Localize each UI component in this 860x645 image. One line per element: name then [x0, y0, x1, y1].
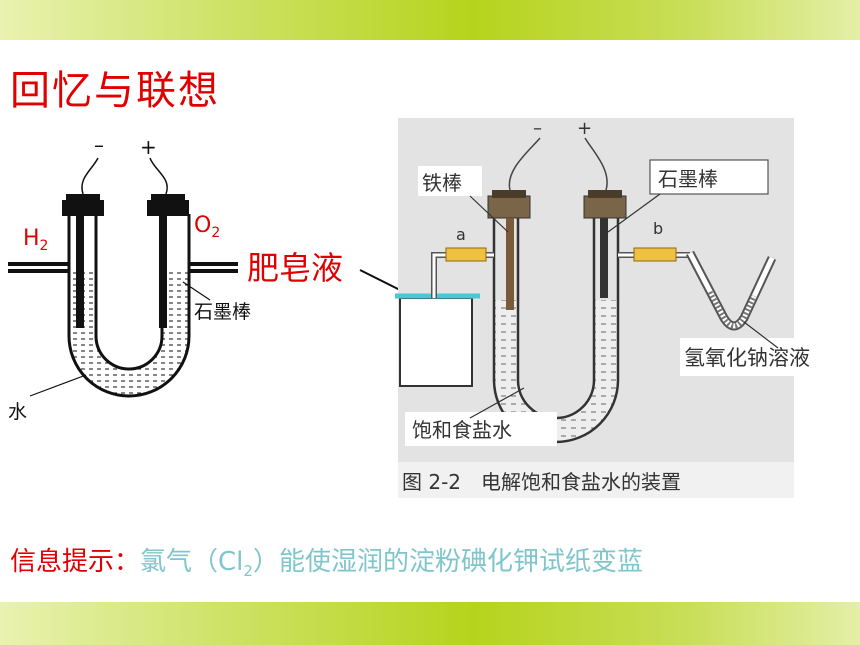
h2-label: H2 [23, 226, 48, 254]
right-apparatus [395, 118, 848, 498]
right-plus-sign: + [577, 118, 592, 139]
brine-fill [494, 300, 618, 442]
bottom-decor-band [0, 602, 860, 645]
o2-label: O2 [194, 213, 220, 241]
label-a: a [456, 225, 466, 244]
water-label: 水 [8, 401, 27, 423]
right-minus-sign: – [533, 118, 542, 139]
graphite-rod-label-right: 石墨棒 [658, 167, 718, 191]
brine-label: 饱和食盐水 [412, 418, 512, 442]
left-rubber-joint [445, 247, 487, 262]
beaker [399, 297, 473, 387]
graphite-rod-label: 石墨棒 [194, 301, 251, 323]
left-plus-sign: + [140, 135, 157, 159]
naoh-solution-label: 氢氧化钠溶液 [684, 346, 810, 370]
graphite-rod [600, 218, 608, 298]
left-u-tube-apparatus [8, 157, 238, 398]
right-stopper-1 [487, 195, 531, 219]
label-b: b [653, 219, 663, 238]
left-minus-sign: – [94, 133, 104, 157]
right-stopper-2 [583, 195, 627, 219]
top-decor-band [0, 0, 860, 40]
left-u-tube [67, 214, 191, 398]
left-electrode-1 [76, 214, 84, 328]
right-rubber-joint [633, 247, 677, 262]
soap-solution-label: 肥皂液 [247, 249, 343, 287]
left-water-fill [69, 268, 189, 396]
iron-rod-label: 铁棒 [422, 171, 462, 195]
hint-label: 信息提示： [10, 547, 141, 577]
left-electrode-2 [159, 214, 167, 328]
left-stopper-1 [62, 200, 104, 216]
info-hint: 信息提示：氯气（Cl2）能使湿润的淀粉碘化钾试纸变蓝 [10, 541, 643, 580]
page-title: 回忆与联想 [10, 68, 220, 114]
iron-rod [506, 218, 514, 310]
hint-text: 氯气（Cl2）能使湿润的淀粉碘化钾试纸变蓝 [140, 547, 643, 581]
left-stopper-2 [147, 200, 189, 216]
